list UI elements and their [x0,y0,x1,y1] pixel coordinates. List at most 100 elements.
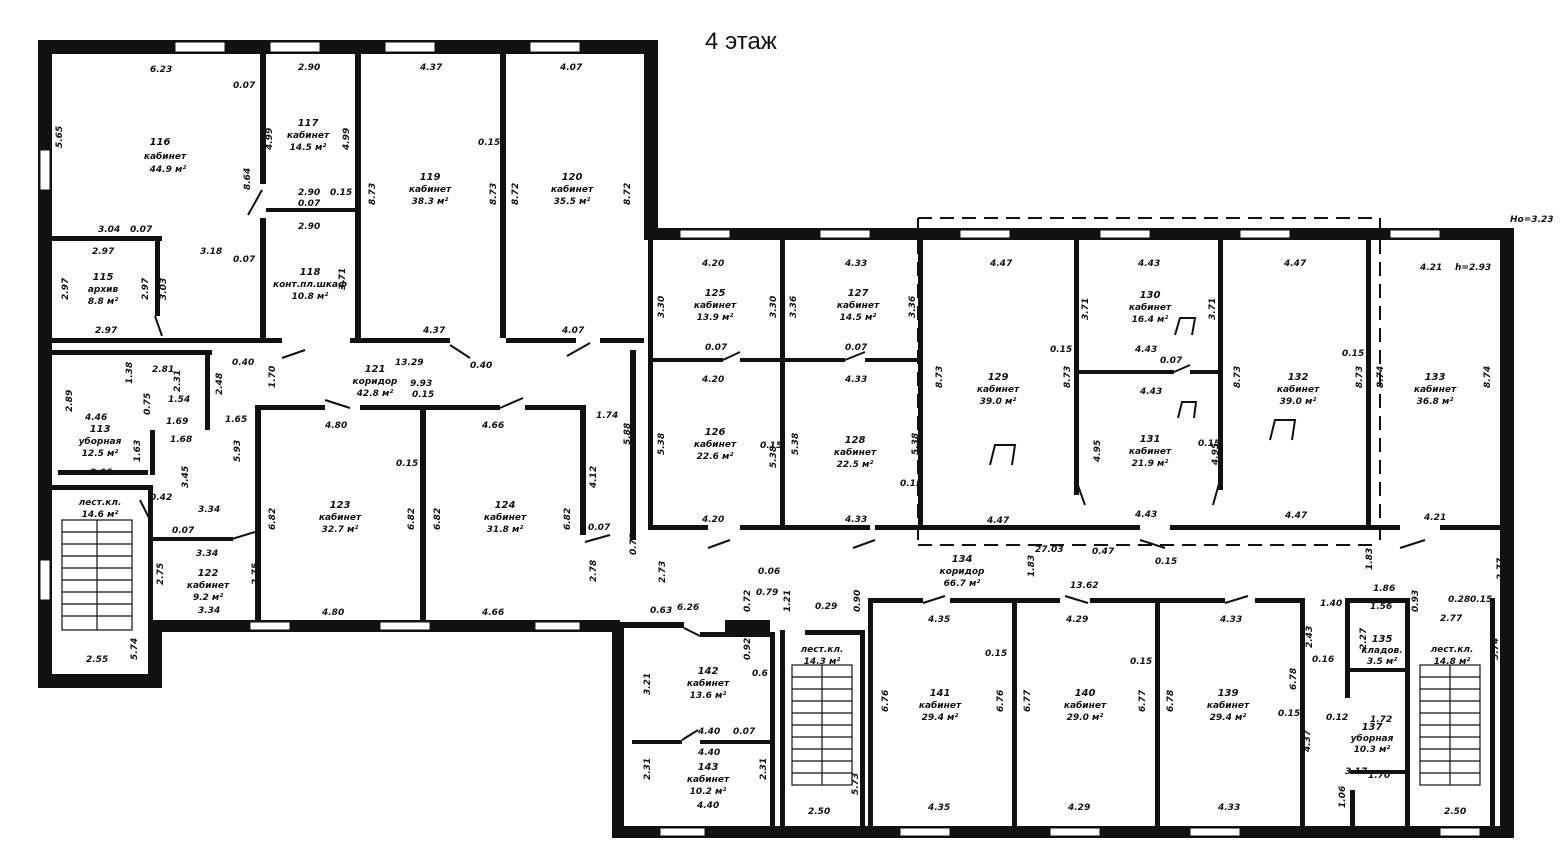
dim: 2.31 [173,370,183,392]
dim: 13.29 [395,358,423,368]
room-139: 139 кабинет 29.4 м² [1207,688,1250,723]
dim: 3.71 [1208,298,1218,320]
svg-text:22.6 м²: 22.6 м² [697,452,734,462]
dim: 8.73 [489,183,499,205]
dim: 1.38 [125,362,135,384]
height-mark-room: h=2.93 [1455,263,1491,273]
dim: 4.47 [986,516,1010,526]
svg-text:лест.кл.: лест.кл. [1431,645,1474,655]
dim: 0.15 [900,479,922,489]
dim: 9.93 [410,379,432,389]
dim: 5.38 [911,433,921,455]
dim: 0.28 [1448,595,1470,605]
dim: 4.33 [844,515,867,525]
svg-text:3.5 м²: 3.5 м² [1367,657,1397,667]
svg-text:29.4 м²: 29.4 м² [1210,713,1247,723]
dim: 6.82 [563,508,573,530]
dim: 4.20 [701,515,724,525]
svg-text:124: 124 [495,500,516,511]
dim: 0.15 [760,441,782,451]
dim: 0.07 [1160,356,1183,366]
dim: 2.77 [1440,614,1463,624]
svg-text:125: 125 [705,288,726,299]
dim: 0.6 [752,669,768,679]
dim: 0.15 [478,138,500,148]
room-134: 134 коридор 66.7 м² [940,554,985,589]
dim: 5.38 [657,433,667,455]
dim: 0.29 [815,602,837,612]
dim: 4.43 [1139,387,1162,397]
dim: 4.20 [701,259,724,269]
dim: 1.86 [1373,584,1395,594]
svg-text:лест.кл.: лест.кл. [79,498,122,508]
svg-text:кабинет: кабинет [694,300,737,311]
dim: 4.37 [419,63,443,73]
dim: 1.69 [166,417,188,427]
svg-text:10.8 м²: 10.8 м² [292,292,329,302]
dim: 5.74 [130,638,140,660]
dim: 5.73 [851,773,861,795]
dim: 3.04 [98,225,120,235]
svg-text:21.9 м²: 21.9 м² [1132,459,1169,469]
svg-text:31.8 м²: 31.8 м² [487,525,524,535]
dim: 4.33 [844,259,867,269]
svg-text:кабинет: кабинет [694,439,737,450]
dim: 4.46 [84,413,107,423]
dim: 3.71 [338,268,348,290]
dim: 5.74 [1491,638,1501,660]
dim: 2.90 [298,63,320,73]
room-143: 143 кабинет 10.2 м² [687,762,730,797]
dim: 1.83 [1365,548,1375,570]
dim: 2.31 [759,758,769,780]
svg-text:116: 116 [150,137,171,148]
dim: 0.07 [588,523,611,533]
dim: 0.40 [470,361,492,371]
dim: 4.40 [697,748,720,758]
dim: 2.48 [215,373,225,395]
dim: 4.29 [1065,615,1088,625]
dim: 1.63 [133,440,143,462]
dim: 2.50 [808,807,830,817]
dim: 6.78 [1166,690,1176,712]
svg-text:128: 128 [845,435,866,446]
dim: 1.65 [225,415,247,425]
dim: 0.92 [743,638,753,660]
dim: 0.15 [985,649,1007,659]
dim: 0.72 [743,590,753,612]
dim: 1.70 [1368,771,1390,781]
dim: 1.40 [1320,599,1342,609]
room-135: 135 кладов. 3.5 м² [1361,634,1402,667]
dim: 0.15 [330,188,352,198]
dim: 2.89 [65,390,75,412]
dim: 27.03 [1035,545,1063,555]
dim: 6.82 [433,508,443,530]
dim: 4.07 [561,326,585,336]
dim: 4.47 [1283,259,1307,269]
desk-symbols [989,317,1297,466]
dim: 4.40 [697,727,720,737]
dim: 2.27 [1359,627,1369,650]
dim: 6.23 [150,65,172,75]
height-mark-top: Hо=3.23 [1510,215,1553,225]
dim: 8.73 [368,183,378,205]
room-stair-right: лест.кл. 14.8 м² [1431,645,1474,667]
room-117: 117 кабинет 14.5 м² [287,118,330,153]
dim: 0.75 [143,393,153,415]
dim: 0.15 [1342,349,1364,359]
room-labels: 116 кабинет 44.9 м² 117 кабинет 14.5 м² … [79,118,1474,797]
dim: 0.07 [233,255,256,265]
dim: 4.20 [701,375,724,385]
svg-text:39.0 м²: 39.0 м² [980,397,1017,407]
dim: 1.06 [1338,786,1348,808]
dim: 2.75 [251,563,261,585]
dashed-boundary [917,217,1381,546]
dim: 0.15 [1470,595,1492,605]
dim: 4.21 [1423,513,1446,523]
dim: 13.62 [1070,581,1098,591]
dim: 3.45 [181,466,191,488]
dim: 3.34 [196,549,218,559]
room-130: 130 кабинет 16.4 м² [1129,290,1172,325]
svg-text:кабинет: кабинет [1064,700,1107,711]
svg-text:кабинет: кабинет [319,512,362,523]
dim: 6.82 [407,508,417,530]
